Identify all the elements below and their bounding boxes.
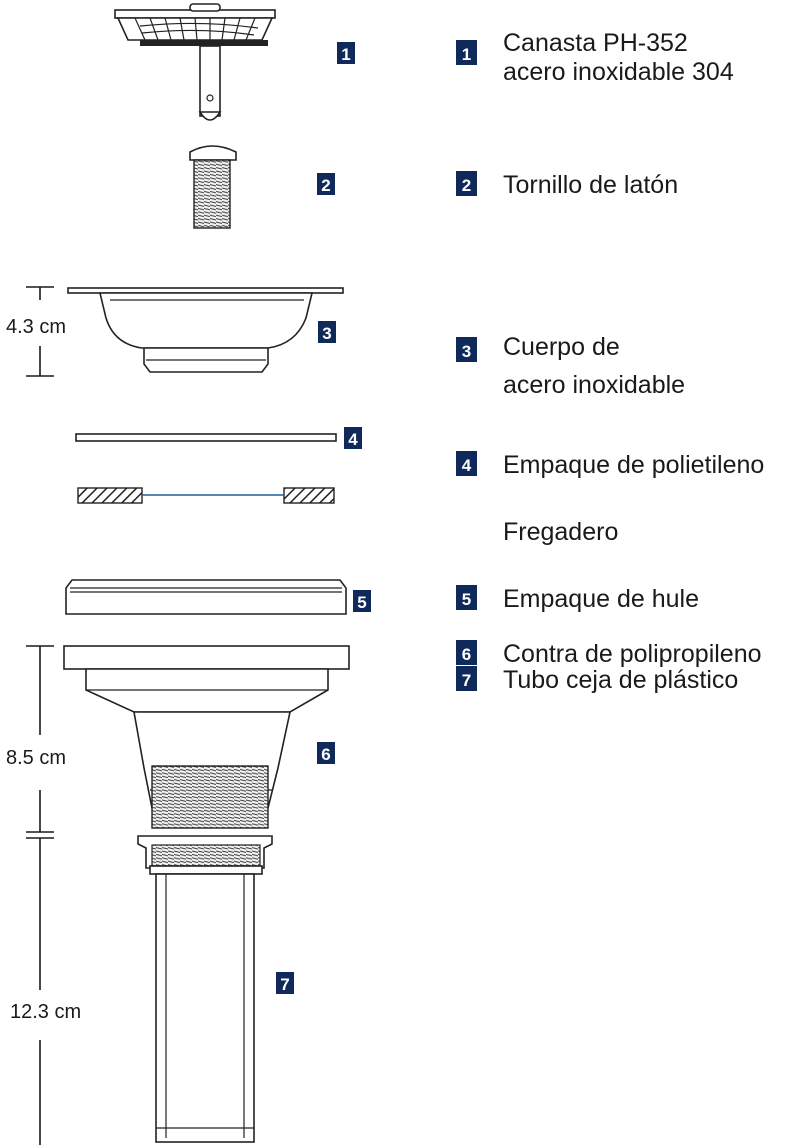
legend-item-2: 2 Tornillo de latón (456, 171, 678, 199)
body-part (67, 287, 344, 373)
dimension-tube-label: 12.3 cm (10, 1001, 81, 1023)
legend-text: Empaque de hule (503, 585, 699, 613)
screw-part (189, 145, 237, 229)
part-5-badge: 5 (353, 590, 371, 612)
dimension-body (26, 286, 54, 377)
part-3-badge: 3 (318, 321, 336, 343)
legend-item-4: 4 Empaque de polietileno (456, 451, 764, 479)
legend-item-5: 5 Empaque de hule (456, 585, 699, 613)
basket-strainer-part (114, 3, 276, 121)
part-1-badge: 1 (337, 42, 355, 64)
part-7-badge: 7 (276, 972, 294, 994)
legend-text: acero inoxidable (503, 371, 685, 399)
legend-text: acero inoxidable 304 (503, 58, 734, 86)
svg-text:7: 7 (280, 975, 289, 994)
legend-text: Cuerpo de (503, 333, 620, 361)
counter-nut-part (63, 645, 350, 829)
legend-text: Empaque de polietileno (503, 451, 764, 479)
svg-text:6: 6 (321, 745, 330, 764)
svg-text:3: 3 (322, 324, 331, 343)
dimension-body-label: 4.3 cm (6, 316, 66, 338)
svg-text:7: 7 (462, 671, 471, 690)
part-6-badge: 6 (317, 742, 335, 764)
dimension-counter (26, 645, 54, 839)
svg-text:1: 1 (341, 45, 350, 64)
polyethylene-gasket-part (75, 433, 337, 442)
svg-text:5: 5 (462, 590, 471, 609)
sink-label: Fregadero (503, 518, 618, 546)
tube-part (137, 835, 273, 1143)
dimension-counter-label: 8.5 cm (6, 747, 66, 769)
rubber-gasket-part (65, 579, 347, 615)
legend-text: Contra de polipropileno (503, 640, 762, 668)
legend-item-1: 1 Canasta PH-352 acero inoxidable 304 (456, 29, 734, 86)
svg-text:1: 1 (462, 45, 471, 64)
legend-text: Canasta PH-352 (503, 29, 688, 57)
legend-item-3: 3 Cuerpo de acero inoxidable (456, 333, 685, 399)
svg-text:2: 2 (462, 176, 471, 195)
legend-text: Tornillo de latón (503, 171, 678, 199)
svg-text:2: 2 (321, 176, 330, 195)
svg-text:3: 3 (462, 342, 471, 361)
legend-item-7: 7 Tubo ceja de plástico (456, 666, 738, 694)
svg-text:4: 4 (462, 456, 472, 475)
svg-text:5: 5 (357, 593, 366, 612)
part-2-badge: 2 (317, 173, 335, 195)
svg-text:6: 6 (462, 645, 471, 664)
svg-text:4: 4 (348, 430, 358, 449)
legend-item-6: 6 Contra de polipropileno (456, 640, 762, 668)
part-4-badge: 4 (344, 427, 362, 449)
sink-section (77, 487, 335, 504)
legend-text: Tubo ceja de plástico (503, 666, 738, 694)
